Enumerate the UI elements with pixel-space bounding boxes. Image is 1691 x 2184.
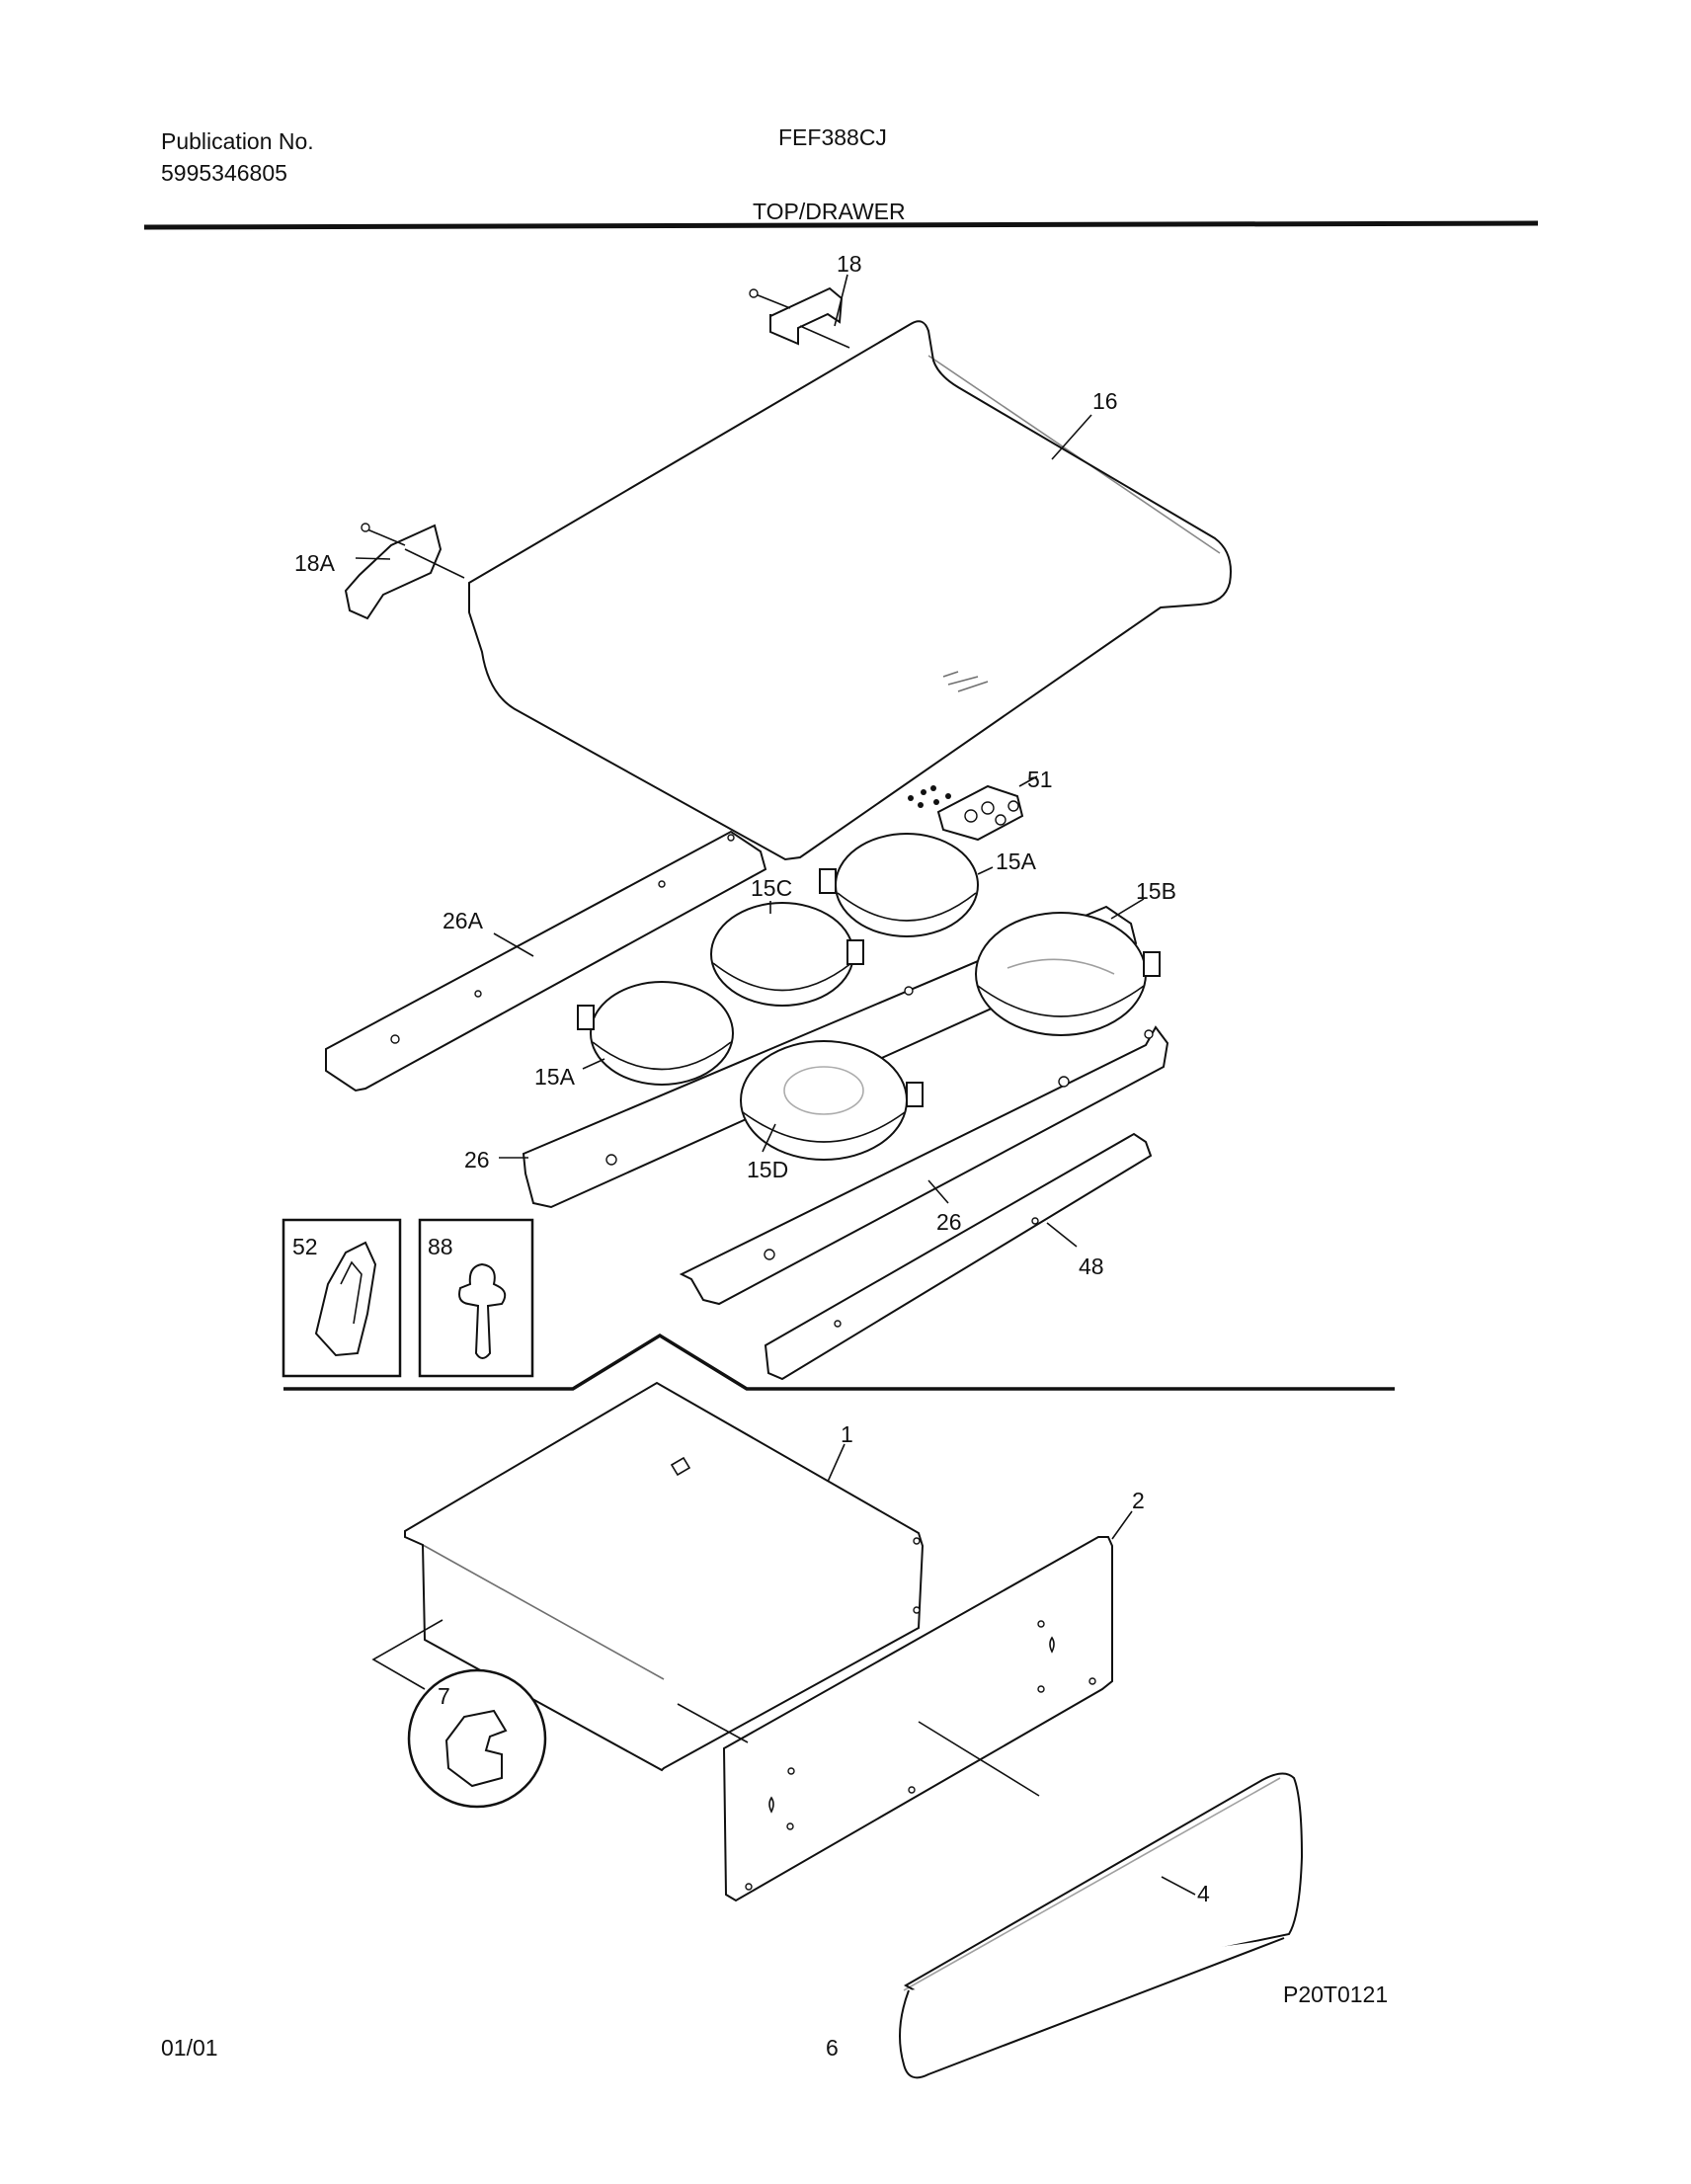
callout-26A: 26A <box>443 908 484 933</box>
callout-15A-left: 15A <box>534 1064 576 1090</box>
bracket-18A <box>344 523 465 620</box>
inset-part-52 <box>282 1218 402 1378</box>
callout-88: 88 <box>428 1234 453 1259</box>
callout-26-left: 26 <box>464 1147 490 1173</box>
callout-4: 4 <box>1197 1881 1210 1906</box>
element-15A-left <box>577 981 734 1086</box>
drawer-panel-2 <box>722 1536 1113 1902</box>
inset-part-88 <box>418 1218 534 1378</box>
detail-7-leader <box>371 1619 443 1690</box>
element-15C <box>710 902 864 1007</box>
callout-2: 2 <box>1132 1488 1145 1513</box>
model-number: FEF388CJ <box>778 124 887 150</box>
drawer-body <box>404 1381 925 1772</box>
support-26-right <box>679 1025 1169 1306</box>
detail-part-7 <box>407 1668 547 1809</box>
element-15A-top <box>819 833 979 937</box>
revision-date: 01/01 <box>161 2035 218 2061</box>
drawer-front-4 <box>899 1772 1304 2079</box>
section-divider <box>283 1333 1395 1391</box>
element-15B <box>975 912 1161 1036</box>
callout-26-right: 26 <box>936 1209 962 1235</box>
callout-15D: 15D <box>747 1157 788 1182</box>
page-number: 6 <box>826 2035 839 2061</box>
callout-16: 16 <box>1092 388 1118 414</box>
callout-15A-top: 15A <box>996 849 1037 874</box>
header-rule <box>143 220 1539 230</box>
callout-7: 7 <box>438 1683 450 1709</box>
callout-18A: 18A <box>294 550 336 576</box>
callout-1: 1 <box>841 1421 853 1447</box>
leader-lines <box>355 274 1196 1896</box>
section-title: TOP/DRAWER <box>753 199 906 224</box>
bracket-18 <box>749 286 850 349</box>
bracket-48 <box>764 1132 1153 1381</box>
callout-18: 18 <box>837 251 862 277</box>
callout-15B: 15B <box>1136 878 1176 904</box>
publication-label: Publication No. <box>161 128 314 154</box>
callout-15C: 15C <box>751 875 792 901</box>
callout-48: 48 <box>1079 1254 1104 1279</box>
callout-51: 51 <box>1027 767 1053 792</box>
switch-block-51 <box>908 784 1024 842</box>
element-15D <box>740 1040 924 1161</box>
callout-52: 52 <box>292 1234 318 1259</box>
diagram-code: P20T0121 <box>1283 1982 1389 2007</box>
cooktop-part <box>468 320 1232 861</box>
publication-number: 5995346805 <box>161 160 287 186</box>
support-26A <box>325 830 767 1092</box>
